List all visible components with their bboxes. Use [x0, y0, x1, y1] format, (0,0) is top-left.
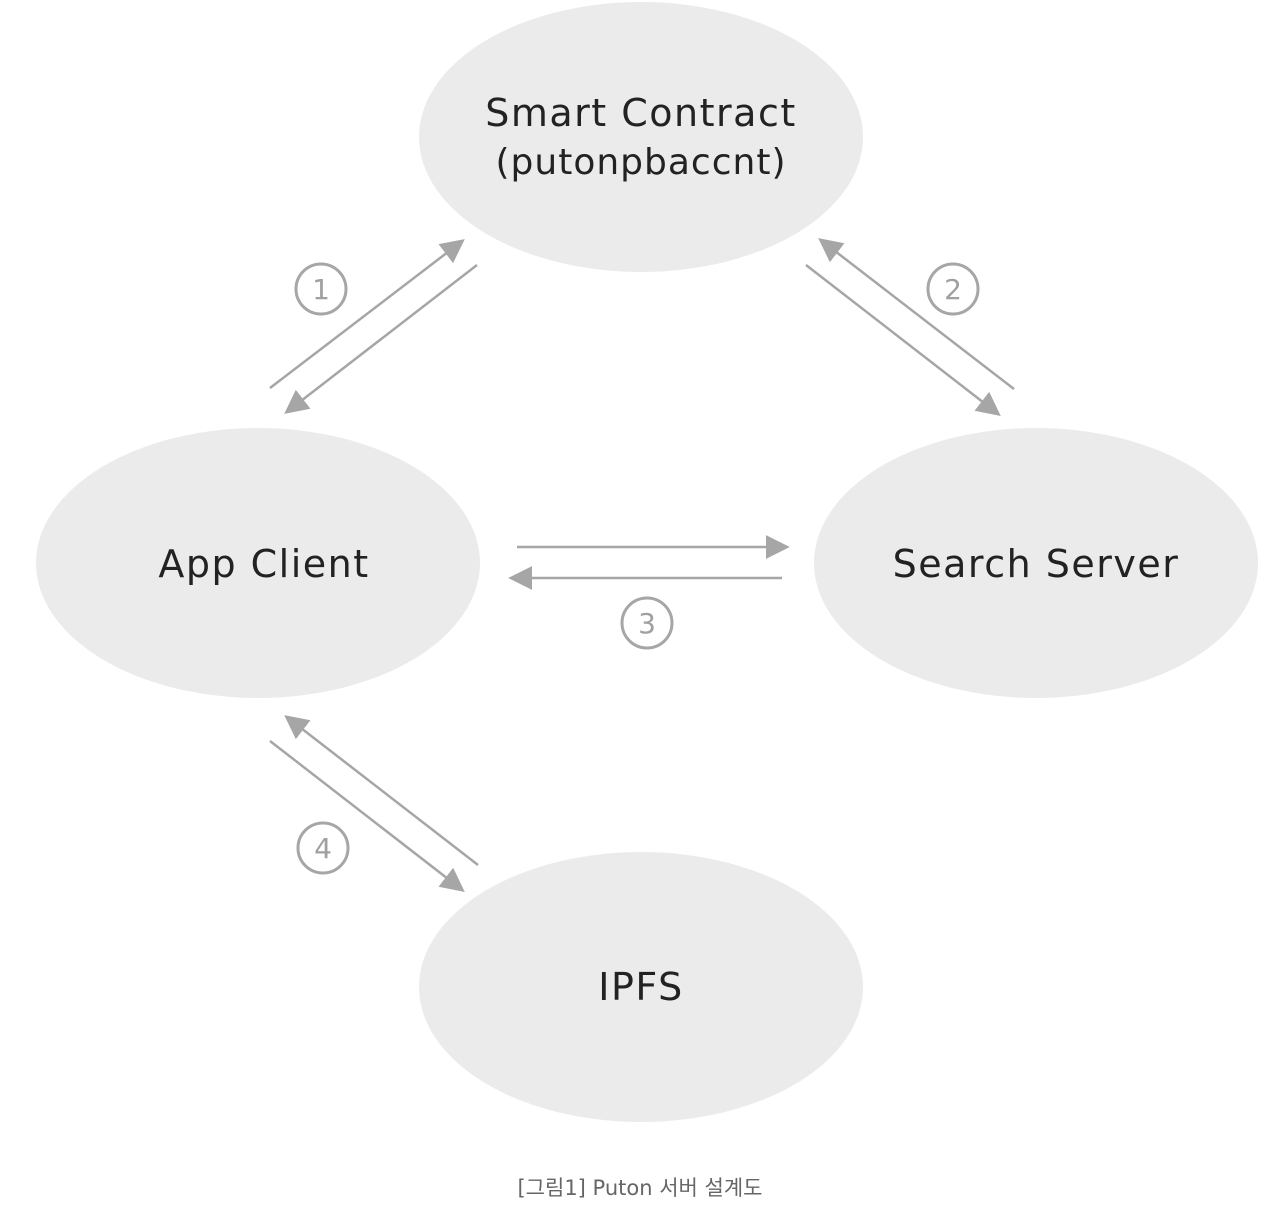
- ipfs-ellipse: [419, 852, 863, 1122]
- arrow-app-to-ipfs: [269, 740, 465, 892]
- node-smart-contract: Smart Contract (putonpbaccnt): [419, 2, 863, 272]
- arrow-server-to-contract: [818, 238, 1015, 390]
- step-badge-4-label: 4: [314, 832, 332, 865]
- node-app-client: App Client: [36, 428, 480, 698]
- search-server-ellipse: [814, 428, 1258, 698]
- step-badge-3: 3: [620, 596, 674, 650]
- step-badge-2-label: 2: [944, 273, 962, 306]
- step-badge-1-label: 1: [312, 273, 330, 306]
- app-client-title: App Client: [158, 542, 369, 586]
- figure-caption: [그림1] Puton 서버 설계도: [517, 1176, 763, 1200]
- smart-contract-subtitle: (putonpbaccnt): [496, 142, 787, 183]
- arrow-contract-to-server: [805, 264, 1001, 416]
- ipfs-title: IPFS: [598, 965, 683, 1009]
- app-client-ellipse: [36, 428, 480, 698]
- arrow-ipfs-to-app: [284, 715, 479, 866]
- node-ipfs: IPFS: [419, 852, 863, 1122]
- arrow-contract-to-app: [284, 264, 478, 414]
- step-badge-1: 1: [294, 262, 348, 316]
- arrow-app-to-contract: [269, 239, 465, 389]
- step-badge-4: 4: [296, 821, 350, 875]
- search-server-title: Search Server: [893, 542, 1180, 586]
- node-search-server: Search Server: [814, 428, 1258, 698]
- smart-contract-title: Smart Contract: [485, 91, 797, 135]
- smart-contract-ellipse: [419, 2, 863, 272]
- step-badge-2: 2: [926, 262, 980, 316]
- step-badge-3-label: 3: [638, 607, 656, 640]
